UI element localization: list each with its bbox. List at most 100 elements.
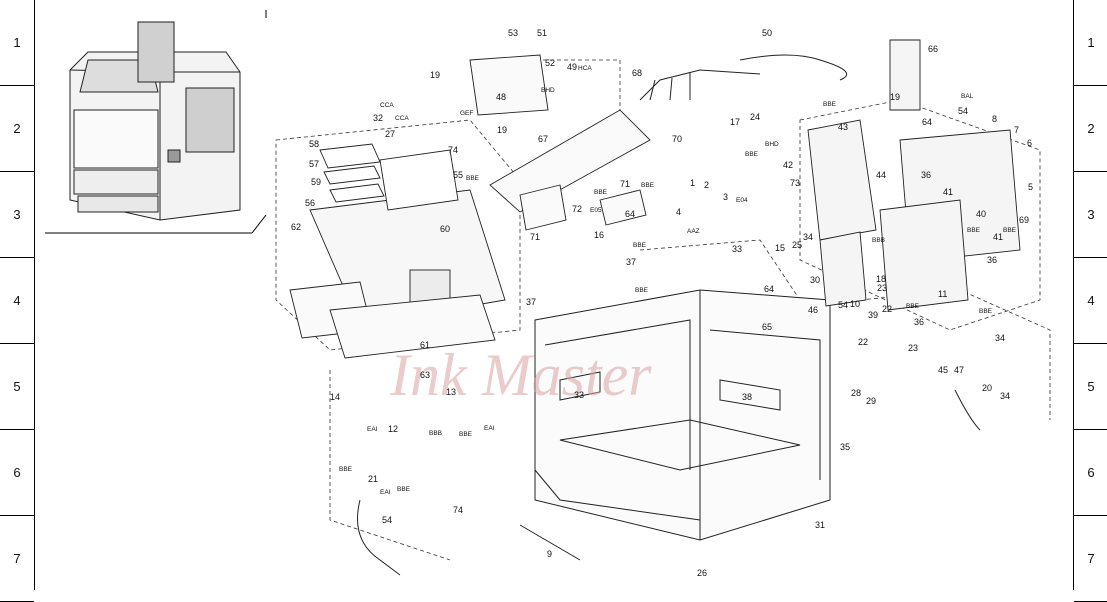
part-label: 30 <box>810 275 820 285</box>
part-label: 15 <box>775 243 785 253</box>
part-label: 49 <box>567 62 577 72</box>
part-label: 74 <box>453 505 463 515</box>
part-label: 57 <box>309 159 319 169</box>
row-number-6: 6 <box>0 430 34 516</box>
part-label: 48 <box>496 92 506 102</box>
fastener-code-label: BBE <box>635 287 649 294</box>
part-label: 64 <box>764 284 774 294</box>
fastener-code-label: GEF <box>460 110 473 117</box>
part-label: 17 <box>730 117 740 127</box>
fastener-code-label: BBE <box>745 151 759 158</box>
part-label: 64 <box>922 117 932 127</box>
wire-harness <box>357 54 981 576</box>
row-number-3: 3 <box>1074 172 1107 258</box>
fastener-code-label: HCA <box>578 65 592 72</box>
fastener-code-label: BHD <box>765 141 779 148</box>
part-label: 23 <box>877 283 887 293</box>
printer-overview-icon <box>69 21 241 221</box>
part-label: 8 <box>992 114 997 124</box>
row-number-5: 5 <box>0 344 34 430</box>
fastener-code-label: BBB <box>429 430 442 437</box>
part-label: 71 <box>620 179 630 189</box>
fastener-code-label: EAI <box>380 489 391 496</box>
fastener-code-label: BBE <box>459 431 473 438</box>
part-label: 54 <box>958 106 968 116</box>
fastener-code-label: BBE <box>967 227 981 234</box>
part-label: 40 <box>976 209 986 219</box>
part-label: 33 <box>574 390 584 400</box>
part-label: 55 <box>453 170 463 180</box>
row-number-1: 1 <box>1074 0 1107 86</box>
fastener-code-label: BBE <box>906 303 920 310</box>
part-label: 59 <box>311 177 321 187</box>
row-number-2: 2 <box>0 86 34 172</box>
part-label: 66 <box>928 44 938 54</box>
fastener-code-label: E05 <box>590 207 602 214</box>
part-label: 13 <box>446 387 456 397</box>
part-label: 19 <box>497 125 507 135</box>
part-label: 37 <box>626 257 636 267</box>
part-label: 71 <box>530 232 540 242</box>
part-label: 44 <box>876 170 886 180</box>
row-number-4: 4 <box>1074 258 1107 344</box>
part-label: 56 <box>305 198 315 208</box>
row-number-4: 4 <box>0 258 34 344</box>
part-label: 43 <box>838 122 848 132</box>
part-label: 7 <box>1014 125 1019 135</box>
part-label: 16 <box>594 230 604 240</box>
part-label: 23 <box>908 343 918 353</box>
part-label: 73 <box>790 178 800 188</box>
part-label: 74 <box>448 145 458 155</box>
main-chassis-frame <box>534 289 831 541</box>
part-label: 6 <box>1027 138 1032 148</box>
part-label: 5 <box>1028 182 1033 192</box>
row-number-3: 3 <box>0 172 34 258</box>
part-label: 34 <box>1000 391 1010 401</box>
fastener-code-label: BBE <box>633 242 647 249</box>
part-label: 60 <box>440 224 450 234</box>
fastener-code-label: AAZ <box>687 228 700 235</box>
part-label: 61 <box>420 340 430 350</box>
part-label: 26 <box>697 568 707 578</box>
part-label: 36 <box>987 255 997 265</box>
fastener-code-label: BBE <box>979 308 993 315</box>
part-label: 69 <box>1019 215 1029 225</box>
fastener-code-label: BBE <box>339 466 353 473</box>
part-label: 42 <box>783 160 793 170</box>
control-panel-assembly <box>289 143 506 359</box>
part-label: 2 <box>704 180 709 190</box>
part-label: 18 <box>876 274 886 284</box>
part-label: 35 <box>840 442 850 452</box>
part-label: 41 <box>993 232 1003 242</box>
part-label: 37 <box>526 297 536 307</box>
part-label: 52 <box>545 58 555 68</box>
part-label: 33 <box>732 244 742 254</box>
fastener-code-label: BAL <box>961 93 974 100</box>
part-label: 41 <box>943 187 953 197</box>
fastener-code-label: BBB <box>872 237 885 244</box>
part-label: 72 <box>572 204 582 214</box>
part-label: 32 <box>373 113 383 123</box>
circuit-board-plates <box>807 39 1021 311</box>
part-label: 45 <box>938 365 948 375</box>
part-label: 25 <box>792 240 802 250</box>
part-label: 27 <box>385 129 395 139</box>
part-label: 10 <box>850 299 860 309</box>
fastener-code-label: CCA <box>395 115 409 122</box>
fastener-code-label: EAI <box>484 425 495 432</box>
part-label: 22 <box>882 304 892 314</box>
part-label: 24 <box>750 112 760 122</box>
fastener-code-label: CCA <box>380 102 394 109</box>
inset-corner <box>251 214 267 234</box>
part-label: 70 <box>672 134 682 144</box>
fastener-code-label: E04 <box>736 197 748 204</box>
fastener-code-label: BBE <box>397 486 411 493</box>
part-label: 54 <box>382 515 392 525</box>
row-number-5: 5 <box>1074 344 1107 430</box>
row-number-2: 2 <box>1074 86 1107 172</box>
part-label: 20 <box>982 383 992 393</box>
fastener-code-label: BBE <box>466 175 480 182</box>
